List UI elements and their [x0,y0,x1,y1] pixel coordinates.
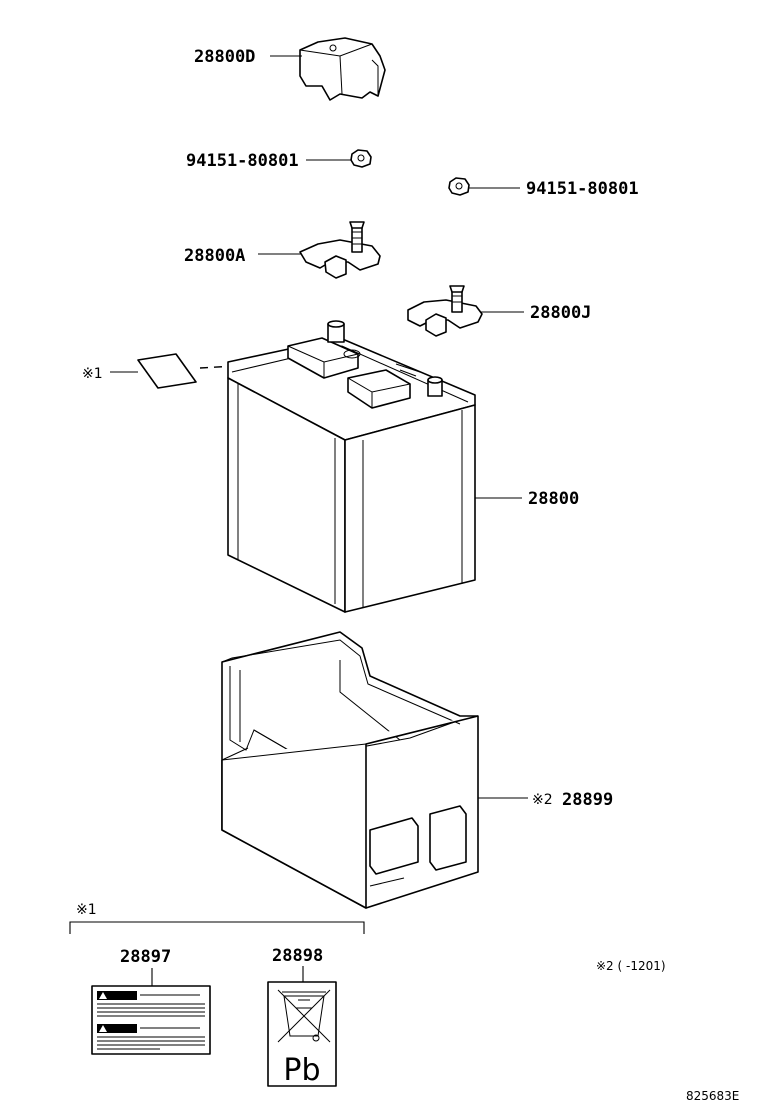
terminal-cover-28800d[interactable] [299,37,386,101]
pb-mark: Pb [283,1053,320,1088]
recycle-label-28898[interactable]: Pb [267,981,337,1088]
warning-label-28897[interactable] [91,985,211,1055]
warning-triangle-icon [99,992,107,999]
reference-code: 825683E [686,1089,739,1103]
battery-28800[interactable] [227,320,476,613]
label-28800d: 28800D [194,47,255,67]
nut-left[interactable] [350,149,372,168]
nut-right[interactable] [448,177,470,196]
group-bracket [69,921,365,934]
group-note1: ※1 [76,902,97,918]
note2-text: ※2 ( -1201) [596,959,666,973]
label-sticker[interactable] [137,353,197,389]
label-nut-right: 94151-80801 [526,179,639,199]
label-nut-left: 94151-80801 [186,151,299,171]
crossed-out-wheelie-bin-icon [277,989,331,1043]
label-28800j: 28800J [530,303,591,323]
label-28800a: 28800A [184,246,245,266]
note1-marker: ※1 [82,366,103,382]
tray-marker: ※2 [532,792,553,808]
label-28800: 28800 [528,489,579,509]
label-28898: 28898 [272,946,323,966]
terminal-28800a[interactable] [299,221,381,279]
label-28899: 28899 [562,790,613,810]
battery-tray-28899[interactable] [221,631,479,909]
label-28897: 28897 [120,947,171,967]
terminal-28800j[interactable] [407,285,483,337]
